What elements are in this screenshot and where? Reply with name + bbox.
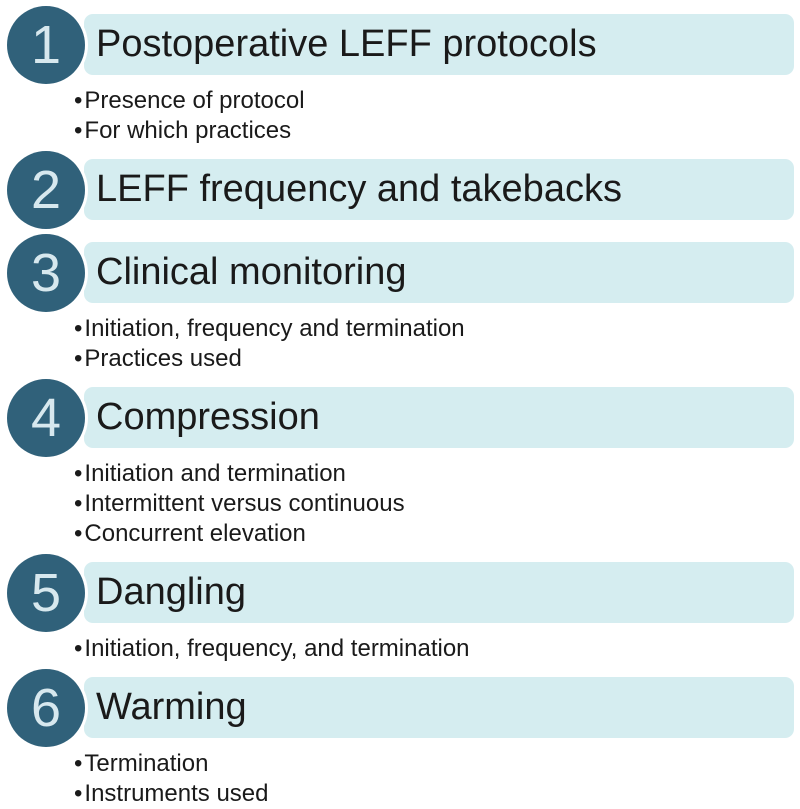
bullet-list: •Initiation, frequency, and termination	[74, 634, 800, 664]
step-number: 4	[30, 388, 62, 448]
step-title: Compression	[96, 396, 320, 438]
bullet-item: •Concurrent elevation	[74, 519, 800, 549]
bullet-item: •Instruments used	[74, 779, 800, 809]
bullet-dot: •	[74, 490, 83, 517]
step-title: Clinical monitoring	[96, 251, 407, 293]
bullet-text: Termination	[84, 750, 209, 777]
bullet-item: •Presence of protocol	[74, 86, 800, 116]
bullet-dot: •	[74, 460, 83, 487]
step-number: 5	[30, 563, 62, 623]
step-row: Clinical monitoring 3	[0, 234, 800, 312]
step-number: 3	[30, 243, 62, 303]
step-title: Postoperative LEFF protocols	[96, 23, 597, 65]
bullet-dot: •	[74, 87, 83, 114]
step-number-circle: 2	[7, 151, 85, 229]
step-row: Warming 6	[0, 669, 800, 747]
step-title: Dangling	[96, 571, 246, 613]
bullet-dot: •	[74, 520, 83, 547]
step-number-circle: 1	[7, 6, 85, 84]
step-number-circle: 4	[7, 379, 85, 457]
bullet-dot: •	[74, 750, 83, 777]
bullet-list: •Presence of protocol•For which practice…	[74, 86, 800, 146]
bullet-dot: •	[74, 315, 83, 342]
step-number: 1	[30, 15, 62, 75]
bullet-text: For which practices	[84, 117, 292, 144]
bullet-item: •Practices used	[74, 344, 800, 374]
bullet-item: •For which practices	[74, 116, 800, 146]
step-title: LEFF frequency and takebacks	[96, 168, 622, 210]
step-row: LEFF frequency and takebacks 2	[0, 151, 800, 229]
bullet-dot: •	[74, 780, 83, 807]
step-title: Warming	[96, 686, 247, 728]
bullet-text: Intermittent versus continuous	[84, 490, 405, 517]
step-banner: Postoperative LEFF protocols	[84, 14, 794, 75]
step-row: Postoperative LEFF protocols 1	[0, 6, 800, 84]
bullet-text: Concurrent elevation	[84, 520, 306, 547]
step-section: LEFF frequency and takebacks 2	[0, 151, 800, 229]
step-number: 6	[30, 678, 62, 738]
bullet-item: •Termination	[74, 749, 800, 779]
step-banner: Compression	[84, 387, 794, 448]
step-row: Compression 4	[0, 379, 800, 457]
bullet-text: Presence of protocol	[84, 87, 305, 114]
bullet-item: •Initiation, frequency, and termination	[74, 634, 800, 664]
step-banner: Warming	[84, 677, 794, 738]
step-section: Compression 4 •Initiation and terminatio…	[0, 379, 800, 549]
step-section: Postoperative LEFF protocols 1 •Presence…	[0, 6, 800, 146]
bullet-dot: •	[74, 635, 83, 662]
bullet-list: •Termination•Instruments used	[74, 749, 800, 809]
step-number-circle: 3	[7, 234, 85, 312]
bullet-list: •Initiation and termination•Intermittent…	[74, 459, 800, 549]
bullet-item: •Initiation and termination	[74, 459, 800, 489]
bullet-text: Instruments used	[84, 780, 269, 807]
bullet-text: Practices used	[84, 345, 242, 372]
step-number-circle: 6	[7, 669, 85, 747]
step-banner: Clinical monitoring	[84, 242, 794, 303]
step-banner: LEFF frequency and takebacks	[84, 159, 794, 220]
step-row: Dangling 5	[0, 554, 800, 632]
step-banner: Dangling	[84, 562, 794, 623]
step-section: Clinical monitoring 3 •Initiation, frequ…	[0, 234, 800, 374]
bullet-list: •Initiation, frequency and termination•P…	[74, 314, 800, 374]
step-section: Dangling 5 •Initiation, frequency, and t…	[0, 554, 800, 664]
step-section: Warming 6 •Termination•Instruments used	[0, 669, 800, 809]
bullet-item: •Initiation, frequency and termination	[74, 314, 800, 344]
bullet-dot: •	[74, 345, 83, 372]
bullet-text: Initiation, frequency and termination	[84, 315, 465, 342]
step-number-circle: 5	[7, 554, 85, 632]
bullet-text: Initiation and termination	[84, 460, 346, 487]
bullet-dot: •	[74, 117, 83, 144]
bullet-text: Initiation, frequency, and termination	[84, 635, 470, 662]
bullet-item: •Intermittent versus continuous	[74, 489, 800, 519]
step-number: 2	[30, 160, 62, 220]
